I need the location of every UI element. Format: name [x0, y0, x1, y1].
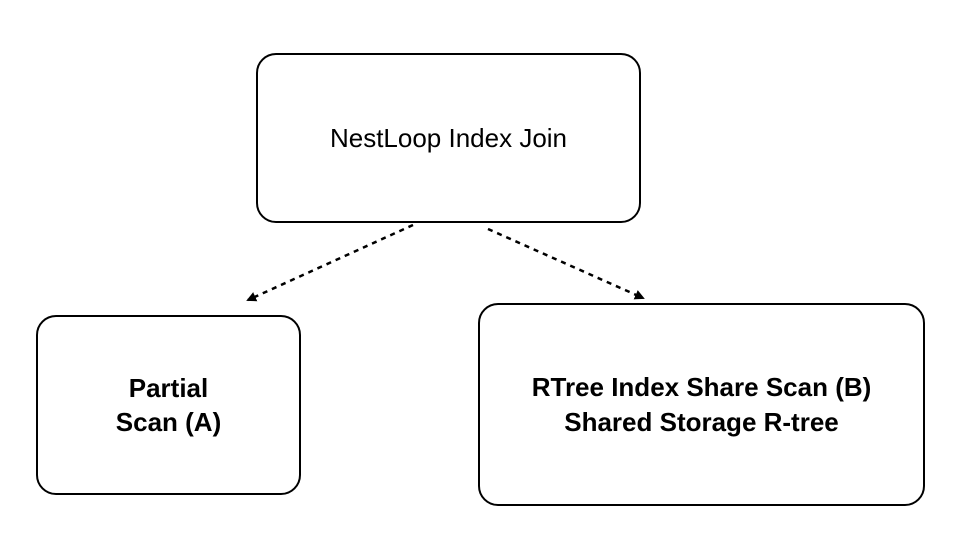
nestloop-index-join-node: NestLoop Index Join: [256, 53, 641, 223]
edge-root-to-right-arrow: [487, 227, 645, 300]
node-label-line-1: RTree Index Share Scan (B): [531, 371, 872, 402]
partial-scan-node: Partial Scan (A): [36, 315, 301, 495]
rtree-index-share-scan-node: RTree Index Share Scan (B) Shared Storag…: [478, 303, 925, 506]
node-label-line-1: Partial: [128, 373, 209, 403]
node-label-line-2: Scan (A): [115, 407, 222, 437]
edge-root-to-left-arrow: [246, 223, 414, 302]
node-label: NestLoop Index Join: [329, 122, 568, 153]
node-label-line-2: Shared Storage R-tree: [564, 406, 839, 437]
